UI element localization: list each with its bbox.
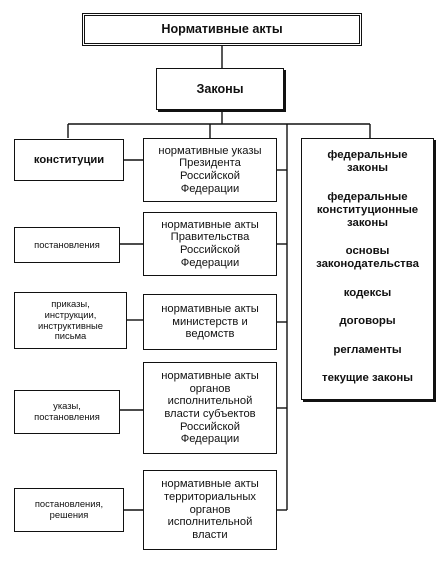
right-item-line: федеральные (327, 149, 408, 161)
center-box-line: власти субъектов (164, 408, 256, 420)
center-box-line: органов (189, 382, 231, 395)
center-box-line: органов (189, 503, 231, 516)
center-box-line: нормативные акты (161, 370, 259, 383)
right-item-current-laws: текущие законы (322, 372, 413, 385)
left-box-decrees: указы, постановления (14, 390, 120, 434)
right-item-line: конституционные (316, 203, 419, 216)
left-box-line: приказы, (51, 298, 90, 310)
left-box-resolutions: постановления (14, 227, 120, 263)
left-box-constitutions: конституции (14, 139, 124, 181)
left-box-line: решения (49, 509, 89, 520)
right-item-line: законы (347, 216, 388, 229)
left-box-resolutions-decisions: постановления, решения (14, 488, 124, 532)
right-item-constitutional-laws: федеральные конституционные законы (317, 191, 418, 230)
center-box-line: исполнительной (167, 516, 253, 529)
center-box-line: нормативные акты (161, 478, 259, 491)
center-box-government: нормативные акты Правительства Российско… (143, 212, 277, 276)
center-box-line: ведомств (185, 328, 235, 341)
laws-box: Законы (156, 68, 284, 110)
center-box-line: нормативные акты (161, 218, 259, 231)
right-item-regulations: регламенты (333, 344, 401, 357)
right-item-federal-laws: федеральные законы (327, 149, 407, 175)
right-item-line: кодексы (343, 286, 392, 299)
title-box: Нормативные акты (82, 13, 362, 46)
center-box-line: Президента (179, 157, 241, 170)
center-box-line: министерств и (172, 315, 248, 328)
center-box-line: нормативные указы (158, 144, 262, 157)
center-box-line: Федерации (180, 182, 240, 195)
center-box-line: Федерации (180, 256, 240, 269)
center-box-line: Российской (180, 244, 240, 256)
right-item-codes: кодексы (344, 287, 392, 300)
left-box-line: конституции (33, 153, 105, 166)
right-item-line: основы (345, 245, 390, 257)
center-box-president: нормативные указы Президента Российской … (143, 138, 277, 202)
left-box-line: указы, (53, 400, 81, 412)
center-box-line: нормативные акты (161, 303, 259, 316)
center-box-line: власти (192, 528, 228, 541)
center-box-territorial: нормативные акты территориальных органов… (143, 470, 277, 550)
laws-text: Законы (196, 81, 244, 96)
center-box-subjects: нормативные акты органов исполнительной … (143, 362, 277, 454)
left-box-line: постановления, (34, 498, 104, 510)
left-box-line: постановления (34, 238, 100, 250)
center-box-line: территориальных (163, 491, 256, 504)
right-item-line: законодательства (316, 258, 419, 270)
right-item-line: регламенты (333, 343, 402, 356)
left-box-line: инструкции, (44, 308, 97, 320)
title-text: Нормативные акты (161, 22, 283, 37)
right-item-line: текущие законы (321, 372, 414, 384)
center-box-line: Российской (180, 170, 240, 182)
center-box-line: исполнительной (167, 395, 253, 408)
right-item-treaties: договоры (339, 315, 395, 328)
right-item-legislation-basics: основы законодательства (316, 245, 419, 271)
left-box-orders: приказы, инструкции, инструктивные письм… (14, 292, 127, 349)
center-box-line: Федерации (180, 433, 240, 446)
right-item-line: договоры (339, 315, 396, 327)
left-box-line: инструктивные (37, 319, 104, 331)
right-item-line: законы (347, 162, 388, 174)
center-box-ministries: нормативные акты министерств и ведомств (143, 294, 277, 350)
right-item-line: федеральные (327, 190, 408, 203)
left-box-line: письма (54, 330, 87, 342)
left-box-line: постановления (34, 411, 100, 422)
center-box-line: Правительства (170, 231, 250, 244)
right-box-laws-types: федеральные законы федеральные конституц… (301, 138, 434, 400)
center-box-line: Российской (180, 420, 240, 433)
